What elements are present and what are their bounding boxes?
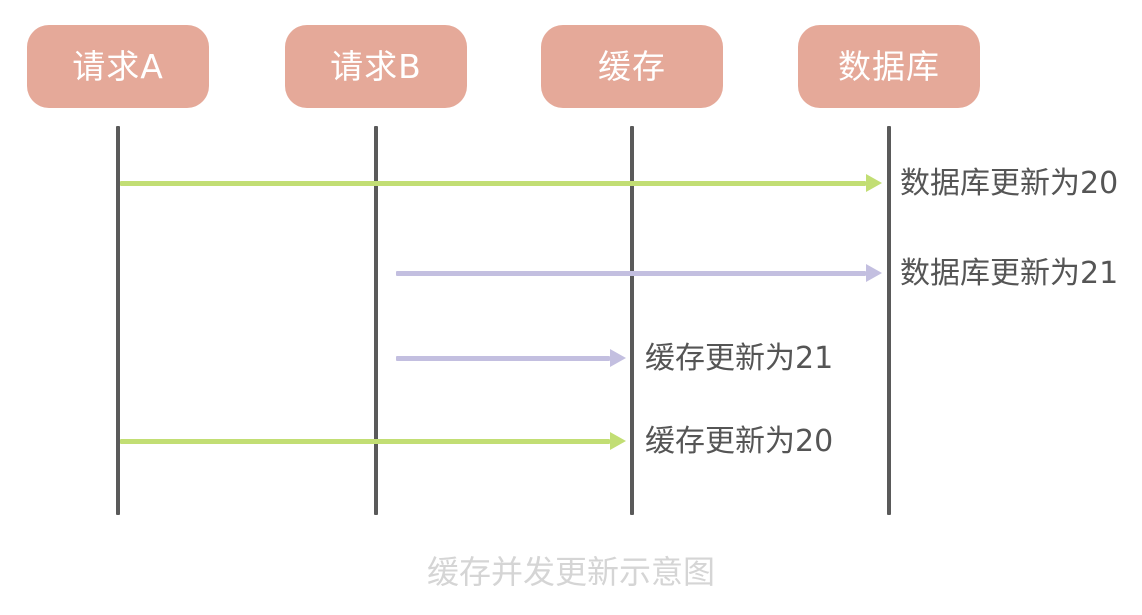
message-arrowhead-1 [866, 174, 882, 192]
actor-label: 请求A [72, 47, 164, 86]
actor-box-database: 数据库 [798, 25, 980, 108]
actor-box-request-a: 请求A [27, 25, 209, 108]
message-arrowhead-3 [610, 349, 626, 367]
lifeline-cache [630, 126, 634, 515]
message-line-2 [396, 271, 866, 276]
message-line-3 [396, 356, 610, 361]
message-label-1: 数据库更新为20 [900, 166, 1119, 201]
actor-box-cache: 缓存 [541, 25, 723, 108]
diagram-caption: 缓存并发更新示意图 [426, 553, 715, 591]
message-label-3: 缓存更新为21 [645, 341, 834, 376]
lifeline-request-b [374, 126, 378, 515]
actor-label: 请求B [330, 47, 422, 86]
message-line-4 [120, 439, 610, 444]
lifeline-request-a [116, 126, 120, 515]
message-arrowhead-2 [866, 264, 882, 282]
message-arrowhead-4 [610, 432, 626, 450]
actor-label: 缓存 [598, 47, 666, 86]
message-line-1 [120, 181, 866, 186]
message-label-2: 数据库更新为21 [900, 256, 1119, 291]
actor-label: 数据库 [838, 47, 940, 86]
message-label-4: 缓存更新为20 [645, 424, 834, 459]
actor-box-request-b: 请求B [285, 25, 467, 108]
lifeline-database [887, 126, 891, 515]
